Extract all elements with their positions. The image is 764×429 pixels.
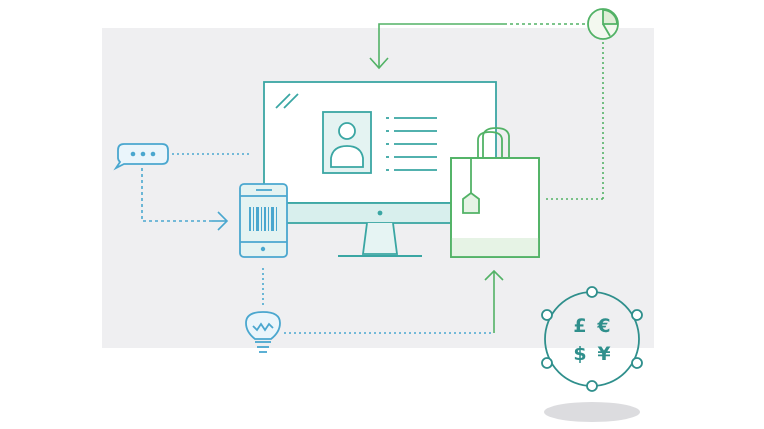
connector-report-to-bag [544,42,604,200]
monitor-power-dot [377,210,383,216]
currency-pound: £ [573,315,586,337]
chat-bubble-icon [113,143,169,171]
barcode-phone-icon [239,183,288,258]
pie-chart-icon [587,8,619,40]
barcode [249,207,277,231]
currency-exchange-icon: £ € $ ¥ [541,286,643,422]
monitor-stand [361,222,399,255]
currency-dollar: $ [573,343,586,365]
currency-shadow [544,402,640,422]
user-profile-icon [322,111,372,174]
lightbulb-icon [245,311,281,353]
shopping-bag-icon [450,127,540,258]
connector-chat-to-phone [141,168,229,231]
profile-details-lines [386,117,437,171]
connector-report-to-monitor [369,23,585,70]
currency-yen: ¥ [597,343,610,365]
connector-idea-to-bag [284,269,504,334]
currency-euro: € [596,315,610,337]
